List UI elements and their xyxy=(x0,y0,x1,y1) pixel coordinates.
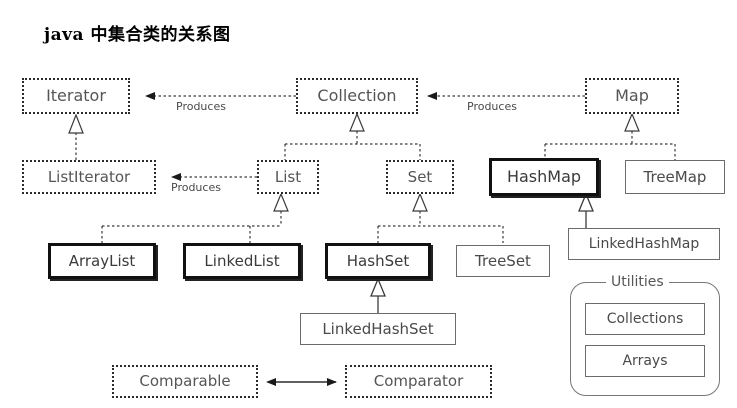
node-array-list-label: ArrayList xyxy=(68,251,136,270)
node-linked-hash-set[interactable]: LinkedHashSet xyxy=(300,313,456,345)
node-tree-map[interactable]: TreeMap xyxy=(625,160,725,194)
node-comparator[interactable]: Comparator xyxy=(345,365,492,398)
node-arrays[interactable]: Arrays xyxy=(585,345,705,377)
node-comparable-label: Comparable xyxy=(139,372,231,390)
edge-label-produces-collection-iterator: Produces xyxy=(176,100,226,113)
node-collections[interactable]: Collections xyxy=(585,303,705,335)
node-tree-set[interactable]: TreeSet xyxy=(456,245,550,277)
node-hash-map[interactable]: HashMap xyxy=(489,158,599,196)
node-linked-list[interactable]: LinkedList xyxy=(183,243,301,279)
node-tree-map-label: TreeMap xyxy=(643,167,707,186)
edge-realize-list-set-collection xyxy=(284,112,421,160)
node-map[interactable]: Map xyxy=(585,78,679,114)
utilities-group xyxy=(570,282,720,396)
edge-realize-maps-map xyxy=(544,112,676,160)
edge-realize-sets-set xyxy=(377,192,504,243)
node-hash-map-label: HashMap xyxy=(506,167,582,186)
node-hash-set[interactable]: HashSet xyxy=(325,243,431,279)
node-collection-label: Collection xyxy=(317,86,397,105)
utilities-group-label: Utilities xyxy=(606,274,669,290)
node-linked-hash-map[interactable]: LinkedHashMap xyxy=(568,228,720,260)
node-set-label: Set xyxy=(407,167,433,186)
edge-realize-listiterator-iterator xyxy=(68,113,84,160)
node-iterator[interactable]: Iterator xyxy=(22,78,130,114)
node-iterator-label: Iterator xyxy=(46,86,106,105)
node-list-iterator[interactable]: ListIterator xyxy=(22,160,156,194)
edge-extend-linkedhashset-hashset xyxy=(370,277,386,313)
node-collection[interactable]: Collection xyxy=(296,78,418,114)
node-array-list[interactable]: ArrayList xyxy=(48,243,156,279)
node-hash-set-label: HashSet xyxy=(346,251,410,270)
node-comparator-label: Comparator xyxy=(373,372,464,390)
node-linked-list-label: LinkedList xyxy=(204,251,280,270)
node-list-label: List xyxy=(274,167,302,186)
node-map-label: Map xyxy=(615,86,649,105)
node-collections-label: Collections xyxy=(606,311,684,327)
node-set[interactable]: Set xyxy=(386,160,454,194)
page-title: java 中集合类的关系图 xyxy=(44,25,231,45)
node-list-iterator-label: ListIterator xyxy=(47,167,131,186)
node-comparable[interactable]: Comparable xyxy=(112,365,258,398)
node-tree-set-label: TreeSet xyxy=(475,251,531,270)
node-linked-hash-set-label: LinkedHashSet xyxy=(322,319,434,338)
edge-extend-linkedhashmap-hashmap xyxy=(578,192,594,228)
edge-label-produces-map-collection: Produces xyxy=(467,100,517,113)
edge-label-produces-list-listiterator: Produces xyxy=(171,181,221,194)
node-linked-hash-map-label: LinkedHashMap xyxy=(588,236,700,252)
node-list[interactable]: List xyxy=(257,160,319,194)
node-arrays-label: Arrays xyxy=(622,353,668,369)
edge-realize-lists-list xyxy=(101,192,289,243)
